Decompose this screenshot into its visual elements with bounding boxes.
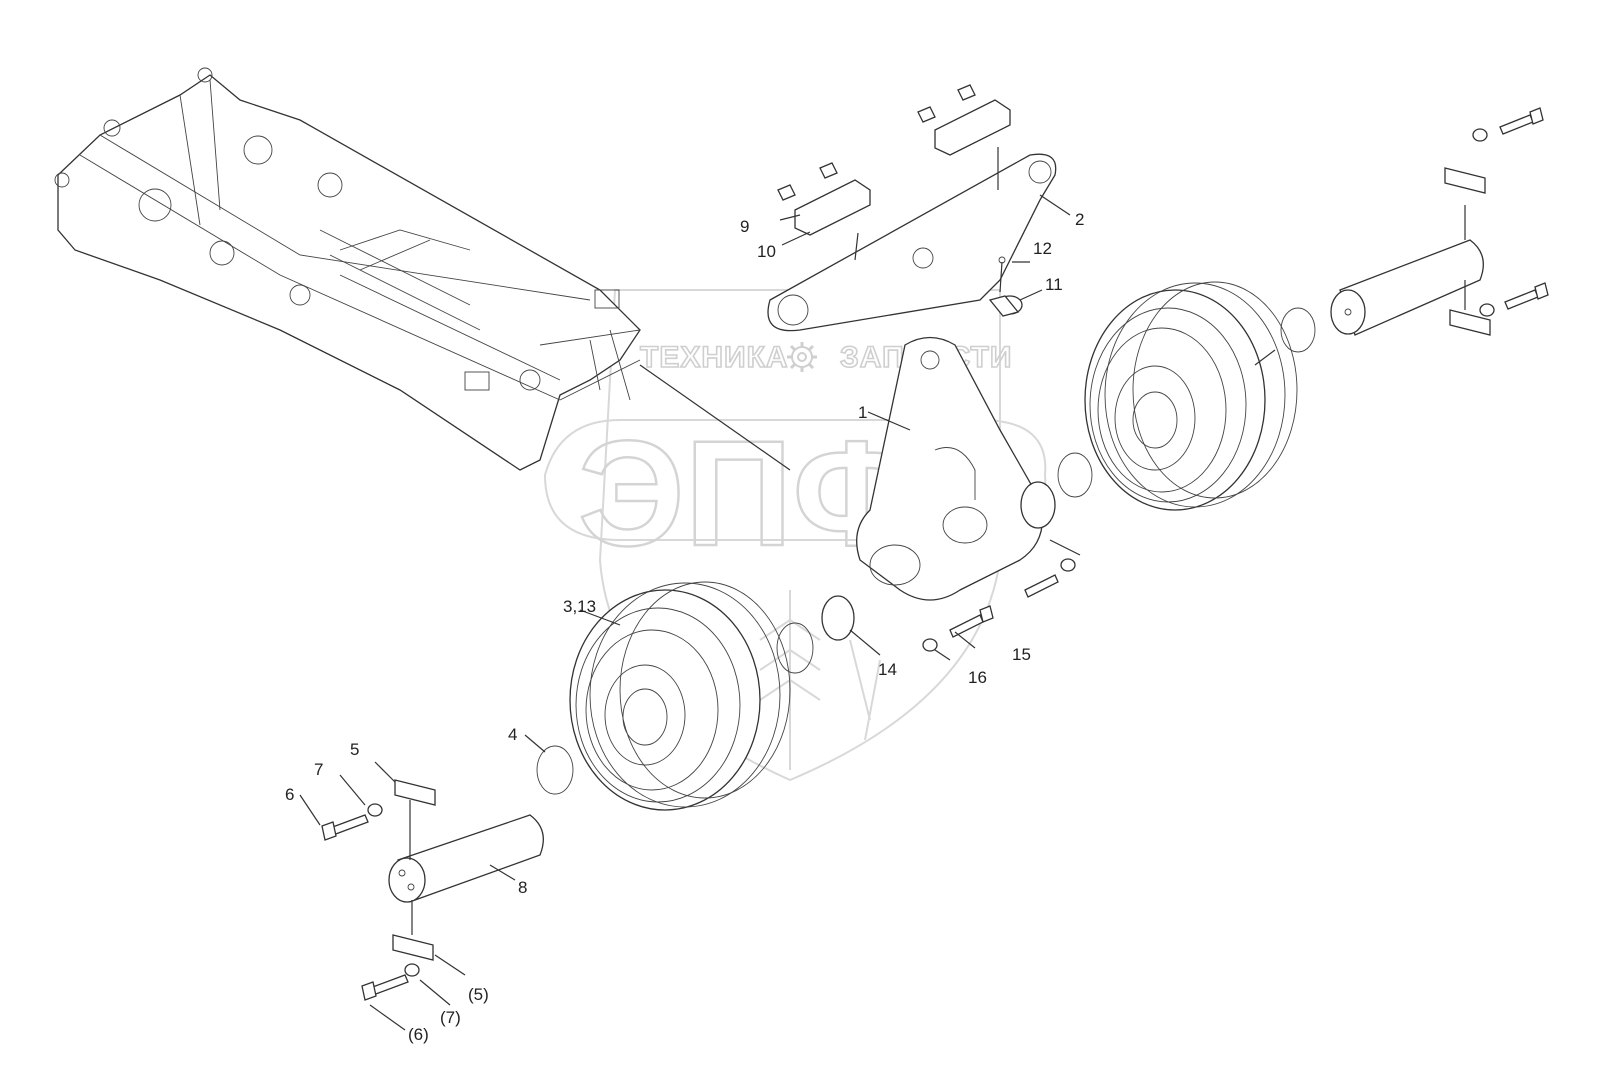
balance-beam <box>767 153 1057 332</box>
left-wheel <box>569 581 791 811</box>
pad-parts <box>777 84 1011 236</box>
callout-7-ref: (7) <box>440 1008 461 1027</box>
callout-2: 2 <box>1075 210 1084 229</box>
callout-8: 8 <box>518 878 527 897</box>
callout-14: 14 <box>878 660 897 679</box>
callout-5-ref: (5) <box>468 985 489 1004</box>
callout-15: 15 <box>1012 645 1031 664</box>
pin-11 <box>988 256 1023 317</box>
callout-4: 4 <box>508 725 517 744</box>
watermark-left-word: ТЕХНИКА <box>640 341 789 374</box>
callout-9: 9 <box>740 217 749 236</box>
bolts <box>321 107 1549 1001</box>
axle-pin-right <box>1330 239 1484 336</box>
clamp-plates <box>392 167 1491 961</box>
right-wheel <box>1084 281 1298 511</box>
seal-rings <box>536 307 1316 795</box>
callout-labels: 1 2 3,13 4 5 (5) 6 (6) 7 (7) 8 9 10 11 1… <box>285 210 1084 1044</box>
main-frame <box>54 67 641 471</box>
callout-6: 6 <box>285 785 294 804</box>
callout-5: 5 <box>350 740 359 759</box>
callout-11: 11 <box>1045 275 1063 294</box>
callout-16: 16 <box>968 668 987 687</box>
leader-lines <box>299 147 1466 1031</box>
callout-12: 12 <box>1033 239 1052 258</box>
callout-3-13: 3,13 <box>563 597 596 616</box>
watermark-banner <box>543 419 1047 541</box>
gear-icon <box>787 342 817 372</box>
callout-6-ref: (6) <box>408 1025 429 1044</box>
callout-1: 1 <box>858 403 867 422</box>
bracket-1 <box>856 336 1044 601</box>
axle-pin-left <box>388 814 544 903</box>
callout-10: 10 <box>757 242 776 261</box>
callout-7: 7 <box>314 760 323 779</box>
